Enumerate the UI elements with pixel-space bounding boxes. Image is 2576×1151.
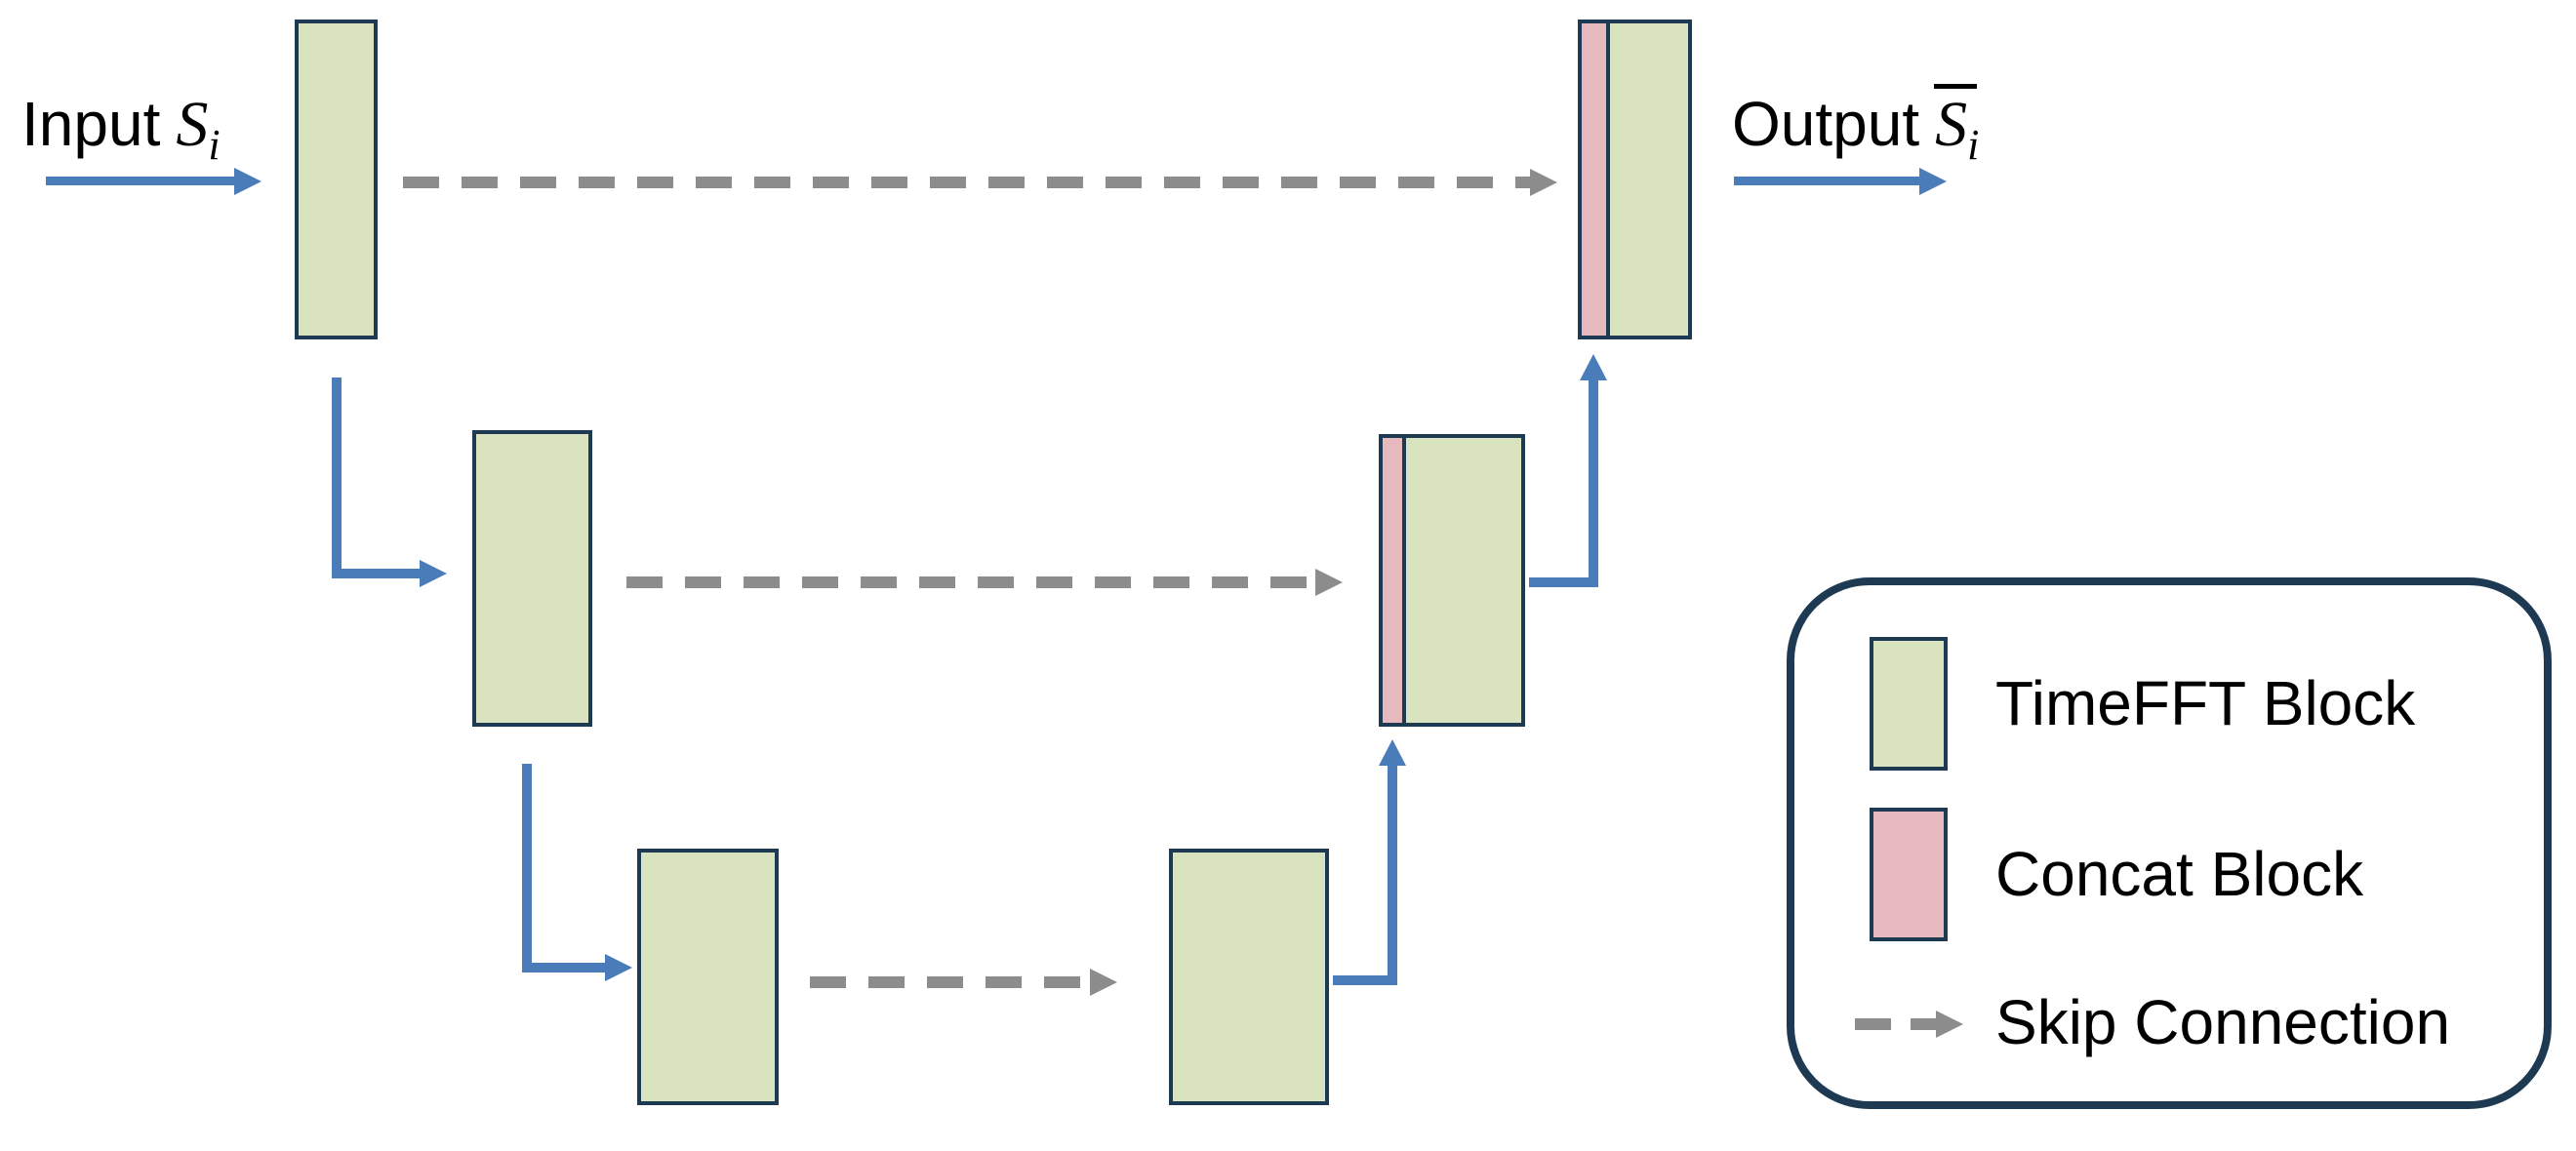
decoder-output-block-level1 xyxy=(1578,20,1692,339)
down-arrow-1-head xyxy=(420,560,447,587)
input-subscript: i xyxy=(208,121,221,169)
encoder-timefft-block-level3 xyxy=(637,849,779,1105)
legend-concat-swatch xyxy=(1870,808,1948,941)
up-arrow-1-horizontal xyxy=(1333,975,1397,985)
down-arrow-2-horizontal xyxy=(522,963,605,972)
output-arrow-line xyxy=(1734,177,1919,185)
down-arrow-1-vertical xyxy=(332,377,342,578)
legend-timefft-swatch xyxy=(1870,637,1948,771)
legend-box: TimeFFT Block Concat Block Skip Connecti… xyxy=(1787,577,2552,1109)
output-symbol-overline: S xyxy=(1934,84,1978,160)
skip-connection-middle-line xyxy=(626,576,1315,588)
output-subscript: i xyxy=(1967,121,1980,169)
up-arrow-2-head xyxy=(1580,354,1607,380)
up-arrow-2-horizontal xyxy=(1529,577,1593,587)
input-arrow-head xyxy=(234,168,262,195)
output-symbol: Si xyxy=(1934,84,1979,167)
up-arrow-1-vertical xyxy=(1388,766,1397,985)
legend-concat-label: Concat Block xyxy=(1995,839,2364,909)
decoder-timefft-block-level3 xyxy=(1169,849,1329,1105)
decoder-block-level2 xyxy=(1379,434,1525,727)
skip-connection-bottom-line xyxy=(810,976,1090,988)
input-symbol: Si xyxy=(176,89,221,169)
output-arrow-head xyxy=(1919,168,1947,195)
up-arrow-2-vertical xyxy=(1589,380,1598,587)
legend-skip-dash2 xyxy=(1911,1018,1936,1030)
input-label-word: Input xyxy=(21,89,161,159)
input-arrow-line xyxy=(46,177,234,185)
skip-connection-middle-arrowhead xyxy=(1315,569,1343,596)
legend-skip-dash xyxy=(1855,1018,1891,1030)
legend-timefft-label: TimeFFT Block xyxy=(1995,668,2416,738)
up-arrow-1-head xyxy=(1379,739,1406,766)
encoder-timefft-block-level1 xyxy=(295,20,378,339)
concat-block-level1 xyxy=(1582,23,1610,336)
skip-connection-bottom-arrowhead xyxy=(1090,969,1117,996)
down-arrow-2-vertical xyxy=(522,764,532,972)
legend-skip-label: Skip Connection xyxy=(1995,987,2451,1057)
skip-connection-top-arrowhead xyxy=(1530,169,1557,196)
skip-connection-top-line xyxy=(403,177,1532,188)
down-arrow-1-horizontal xyxy=(332,569,420,578)
encoder-timefft-block-level2 xyxy=(472,430,592,727)
concat-block-level2 xyxy=(1383,438,1406,723)
legend-skip-arrowhead xyxy=(1936,1011,1963,1038)
down-arrow-2-head xyxy=(605,954,632,981)
output-label-word: Output xyxy=(1732,89,1920,159)
